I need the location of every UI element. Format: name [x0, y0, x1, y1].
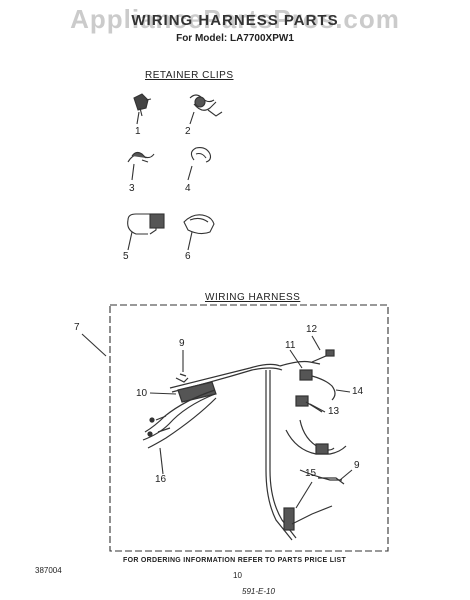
callout-14-leader: [335, 389, 351, 393]
wiring-harness-drawing: [142, 349, 347, 541]
document-number: 387004: [35, 566, 62, 575]
callout-5: 5: [123, 251, 129, 262]
page-number: 10: [233, 571, 242, 580]
model-line: For Model: LA7700XPW1: [176, 33, 294, 44]
callout-9a: 9: [179, 338, 185, 349]
callout-3: 3: [129, 183, 135, 194]
callout-10: 10: [136, 388, 148, 399]
callout-16-leader: [159, 447, 164, 475]
callout-7-leader: [81, 333, 107, 357]
callout-9b: 9: [354, 460, 360, 471]
retainer-clips-label: RETAINER CLIPS: [145, 70, 234, 81]
wiring-harness-label: WIRING HARNESS: [205, 292, 301, 303]
callout-7: 7: [74, 322, 80, 333]
retainer-clip-3: [127, 151, 155, 181]
callout-11-leader: [289, 349, 303, 369]
retainer-clip-1: [133, 93, 152, 125]
callout-14: 14: [352, 386, 364, 397]
retainer-clip-6: [183, 214, 215, 251]
retainer-clip-5: [127, 213, 165, 251]
callout-13-leader: [309, 403, 326, 413]
page-title: WIRING HARNESS PARTS: [131, 12, 339, 29]
callout-11: 11: [285, 340, 296, 351]
callout-6: 6: [185, 251, 191, 262]
callout-15: 15: [305, 468, 317, 479]
callout-9b-leader: [339, 469, 353, 481]
callout-16: 16: [155, 474, 167, 485]
callout-4: 4: [185, 183, 191, 194]
handwritten-code: 591-E-10: [242, 587, 275, 596]
ordering-note: FOR ORDERING INFORMATION REFER TO PARTS …: [123, 557, 347, 564]
callout-12-leader: [311, 335, 321, 351]
callout-15-leader: [295, 481, 313, 509]
callout-13: 13: [328, 406, 340, 417]
retainer-clip-2: [189, 94, 223, 125]
watermark-text: AppliancePartsPros.com: [70, 4, 400, 34]
harness-frame: [109, 304, 389, 552]
callout-1: 1: [135, 126, 141, 137]
callout-12: 12: [306, 324, 318, 335]
callout-2: 2: [185, 126, 191, 137]
retainer-clip-4: [187, 147, 212, 181]
callout-10-leader: [149, 392, 177, 395]
